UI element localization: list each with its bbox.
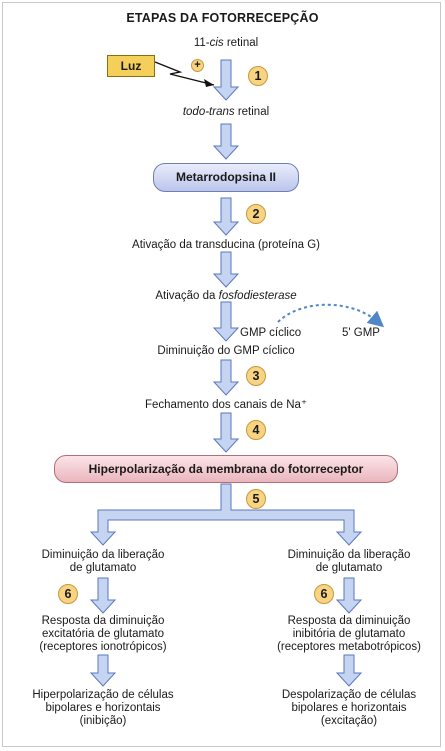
step-4-badge: 4 — [246, 420, 266, 440]
plus-badge: + — [191, 59, 204, 72]
right-resposta-line2: inibitória de glutamato — [292, 628, 406, 640]
step-6-left-badge: 6 — [58, 584, 78, 604]
arrow-right-resp-to-out — [335, 654, 363, 687]
left-liberacao-line1: Diminuição da liberação — [41, 549, 165, 561]
arrow-split — [89, 483, 363, 546]
gmp-ciclico-label: GMP cíclico — [240, 327, 302, 339]
step-1-badge: 1 — [248, 66, 268, 86]
hiperpolarizacao-box: Hiperpolarização da membrana do fotorrec… — [54, 455, 398, 483]
fechamento-label: Fechamento dos canais de Na⁺ — [144, 399, 308, 411]
left-outcome-line1: Hiperpolarização de células — [32, 689, 174, 701]
left-resposta-line1: Resposta da diminuição — [41, 615, 165, 627]
arrow-gmp-to-fechamento — [212, 359, 240, 396]
gmp5-label: 5' GMP — [342, 327, 380, 339]
arrow-fosfodiesterase-to-gmp — [212, 301, 240, 342]
arrow-metarrodopsina-to-transducina — [212, 197, 240, 236]
cis-retinal-label: 11-cis retinal — [193, 37, 259, 49]
right-liberacao-line1: Diminuição da liberação — [287, 549, 411, 561]
step-6-right-badge: 6 — [314, 584, 334, 604]
right-outcome-line1: Despolarização de células — [281, 689, 417, 701]
right-resposta-line1: Resposta da diminuição — [287, 615, 411, 627]
diagram-title: ETAPAS DA FOTORRECEPÇÃO — [126, 11, 319, 25]
light-bolt-arrow — [154, 61, 215, 86]
arrow-trans-to-metarrodopsina — [212, 123, 240, 160]
diminuicao-gmp-label: Diminuição do GMP cíclico — [157, 345, 295, 357]
transducina-label: Ativação da transducina (proteína G) — [132, 239, 320, 251]
trans-retinal-label: todo-trans retinal — [182, 106, 270, 118]
dotted-hydrolysis-arrow — [277, 303, 385, 328]
right-liberacao-line2: de glutamato — [315, 562, 383, 574]
fosfodiesterase-label: Ativação da fosfodiesterase — [155, 290, 297, 302]
arrow-left-resp-to-out — [89, 654, 117, 687]
left-liberacao-line2: de glutamato — [69, 562, 137, 574]
left-resposta-line3: (receptores ionotrópicos) — [39, 641, 167, 653]
arrow-transducina-to-fosfodiesterase — [212, 251, 240, 288]
arrow-fechamento-to-hiperpolarizacao — [212, 412, 240, 453]
step-5-badge: 5 — [246, 489, 266, 509]
arrow-left-lib-to-resp — [89, 577, 117, 614]
arrow-cis-to-trans — [212, 59, 240, 101]
left-resposta-line2: excitatória de glutamato — [41, 628, 165, 640]
left-outcome-line3: (inibição) — [79, 715, 127, 727]
step-3-badge: 3 — [246, 366, 266, 386]
metarrodopsina-box: Metarrodopsina II — [153, 163, 299, 192]
diagram-frame — [2, 2, 441, 747]
step-2-badge: 2 — [246, 204, 266, 224]
right-resposta-line3: (receptores metabotrópicos) — [277, 641, 421, 653]
left-outcome-line2: bipolares e horizontais — [45, 702, 161, 714]
arrow-right-lib-to-resp — [335, 577, 363, 614]
right-outcome-line3: (excitação) — [320, 715, 378, 727]
luz-box: Luz — [107, 55, 155, 77]
right-outcome-line2: bipolares e horizontais — [291, 702, 407, 714]
